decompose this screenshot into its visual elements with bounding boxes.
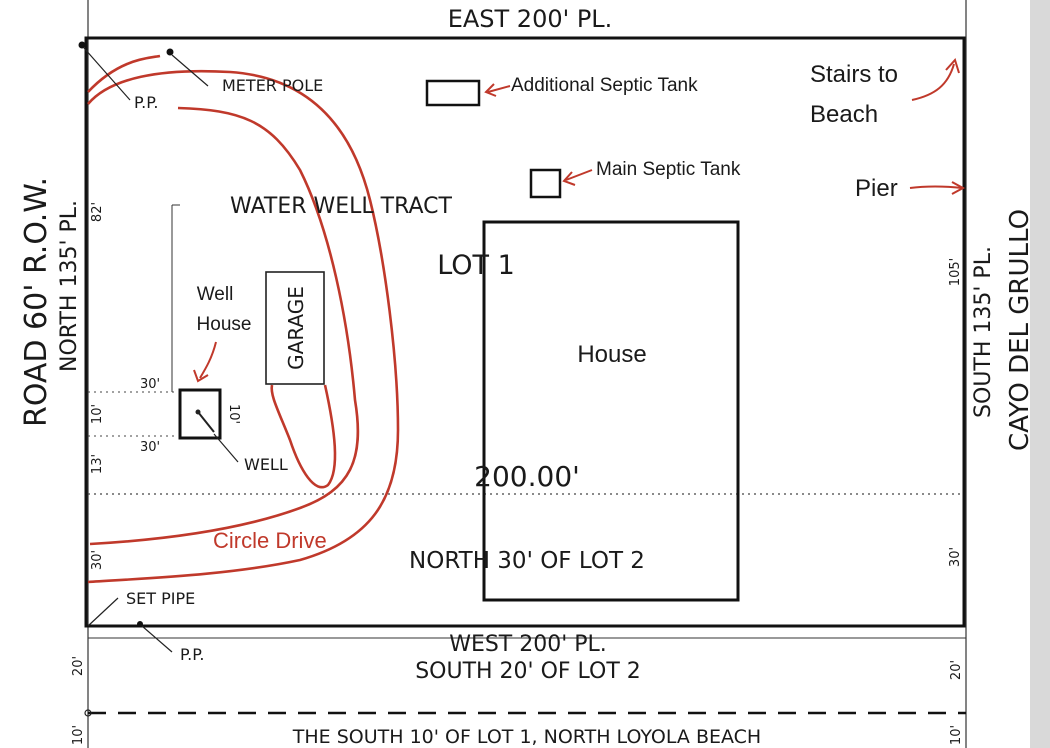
dim-bottom-left-10: 10' xyxy=(71,725,86,745)
garage-outline xyxy=(265,271,325,385)
well-house-label-line1: Well xyxy=(197,284,234,305)
well-house-outline xyxy=(178,388,222,440)
dim-bottom-right-20: 20' xyxy=(949,660,964,680)
pp-top-leader xyxy=(83,47,131,101)
meter-pole-leader xyxy=(171,54,209,87)
well-point xyxy=(195,409,201,415)
pier-label: Pier xyxy=(855,175,898,202)
circle-drive-entry xyxy=(87,54,161,93)
pp-bottom-leader xyxy=(141,625,173,653)
cayo-del-grullo-label: CAYO DEL GRULLO xyxy=(1005,209,1035,451)
north-30-lot2-label: NORTH 30' OF LOT 2 xyxy=(409,548,645,574)
pp-bottom-label: P.P. xyxy=(180,645,204,664)
dim-left-30: 30' xyxy=(90,550,105,570)
stairs-label-line2: Beach xyxy=(810,101,878,128)
pp-top-point xyxy=(78,41,86,49)
circle-drive-outer xyxy=(87,69,400,584)
pier-arrow xyxy=(909,185,963,189)
meter-pole-point xyxy=(166,48,174,56)
west-boundary-label: WEST 200' PL. xyxy=(449,632,607,657)
main-septic-tank xyxy=(529,168,562,199)
lot-1-label: LOT 1 xyxy=(437,250,515,281)
circle-drive-label: Circle Drive xyxy=(213,528,327,553)
meter-pole-label: METER POLE xyxy=(222,76,323,95)
road-row-label: ROAD 60' R.O.W. xyxy=(19,177,54,427)
dim-bottom-right-10: 10' xyxy=(949,725,964,745)
south-10-lot1-label: THE SOUTH 10' OF LOT 1, NORTH LOYOLA BEA… xyxy=(292,726,761,748)
stairs-arrow xyxy=(911,63,955,101)
dim-right-105: 105' xyxy=(948,258,963,286)
garage-label: GARAGE xyxy=(284,286,308,370)
dim-well-30-bottom: 30' xyxy=(140,440,160,455)
well-marker xyxy=(197,411,215,433)
well-house-arrow xyxy=(199,341,217,379)
dim-bottom-left-20: 20' xyxy=(71,656,86,676)
dim-right-30: 30' xyxy=(948,547,963,567)
main-septic-arrow xyxy=(565,169,593,181)
well-leader xyxy=(213,433,239,463)
stairs-label-line1: Stairs to xyxy=(810,61,898,88)
south-boundary-label: SOUTH 135' PL. xyxy=(971,246,996,418)
additional-septic-arrowhead xyxy=(484,83,497,97)
circle-drive-garage-loop xyxy=(270,384,337,489)
house-label: House xyxy=(577,341,646,368)
house-outline xyxy=(482,220,740,602)
main-septic-arrowhead xyxy=(562,171,576,186)
dim-well-10: 10' xyxy=(226,404,241,424)
south-20-lot2-label: SOUTH 20' OF LOT 2 xyxy=(415,659,641,684)
pp-top-label: P.P. xyxy=(134,93,158,112)
additional-septic-tank xyxy=(425,79,481,107)
stairs-arrowhead xyxy=(945,58,960,74)
circle-drive-inner xyxy=(89,106,360,546)
water-well-tract-label: WATER WELL TRACT xyxy=(230,194,453,219)
pier-arrowhead xyxy=(951,181,966,195)
south-10-pin xyxy=(84,709,92,717)
east-boundary-label: EAST 200' PL. xyxy=(448,5,613,33)
property-boundary xyxy=(84,36,966,628)
well-house-arrowhead xyxy=(193,369,209,383)
north-boundary-label: NORTH 135' PL. xyxy=(57,200,82,372)
set-pipe-label: SET PIPE xyxy=(126,589,195,608)
dim-left-10: 10' xyxy=(90,404,105,424)
dim-left-13: 13' xyxy=(90,454,105,474)
additional-septic-arrow xyxy=(487,85,511,93)
main-septic-label: Main Septic Tank xyxy=(596,159,741,180)
well-house-label-line2: House xyxy=(197,314,252,335)
well-label: WELL xyxy=(244,455,288,474)
pp-bottom-point xyxy=(137,621,143,627)
set-pipe-leader xyxy=(87,597,119,627)
additional-septic-label: Additional Septic Tank xyxy=(511,75,698,96)
dim-well-30-top: 30' xyxy=(140,377,160,392)
right-scan-edge xyxy=(1030,0,1050,748)
dim-200-label: 200.00' xyxy=(474,460,580,493)
dim-left-82: 82' xyxy=(90,202,105,222)
